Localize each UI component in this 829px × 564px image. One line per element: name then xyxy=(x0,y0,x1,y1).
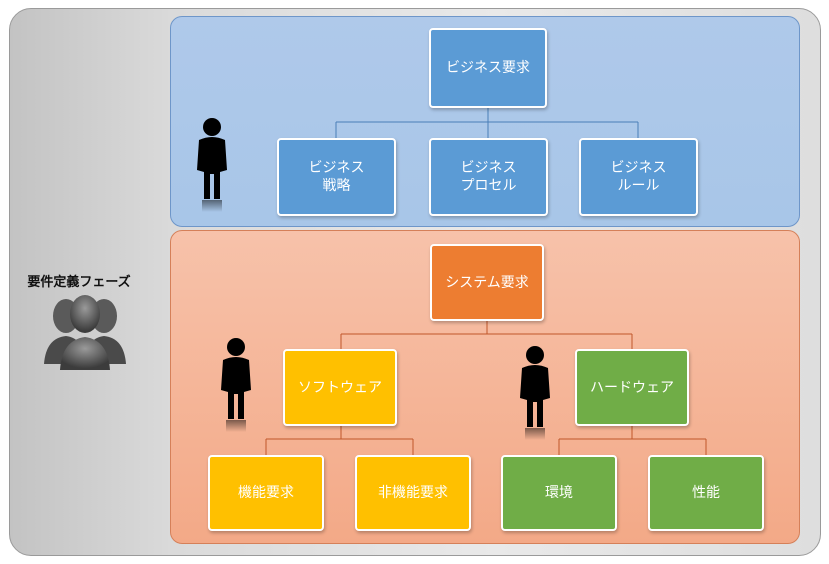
nonfunctional-requirements-box: 非機能要求 xyxy=(355,455,471,531)
person-silhouette-icon xyxy=(197,118,227,212)
business-process-box: ビジネス プロセル xyxy=(429,138,548,216)
business-strategy-box: ビジネス 戦略 xyxy=(277,138,396,216)
person-silhouette-icon xyxy=(221,338,251,432)
software-box: ソフトウェア xyxy=(283,349,397,426)
environment-box: 環境 xyxy=(501,455,617,531)
business-requirements-box: ビジネス要求 xyxy=(429,28,547,108)
functional-requirements-box: 機能要求 xyxy=(208,455,324,531)
performance-box: 性能 xyxy=(648,455,764,531)
system-requirements-box: システム要求 xyxy=(430,244,544,321)
person-silhouette-icon xyxy=(520,346,550,440)
phase-label: 要件定義フェーズ xyxy=(27,275,131,290)
business-rules-box: ビジネス ルール xyxy=(579,138,698,216)
user-group-icon xyxy=(44,295,126,370)
hardware-box: ハードウェア xyxy=(575,349,689,426)
